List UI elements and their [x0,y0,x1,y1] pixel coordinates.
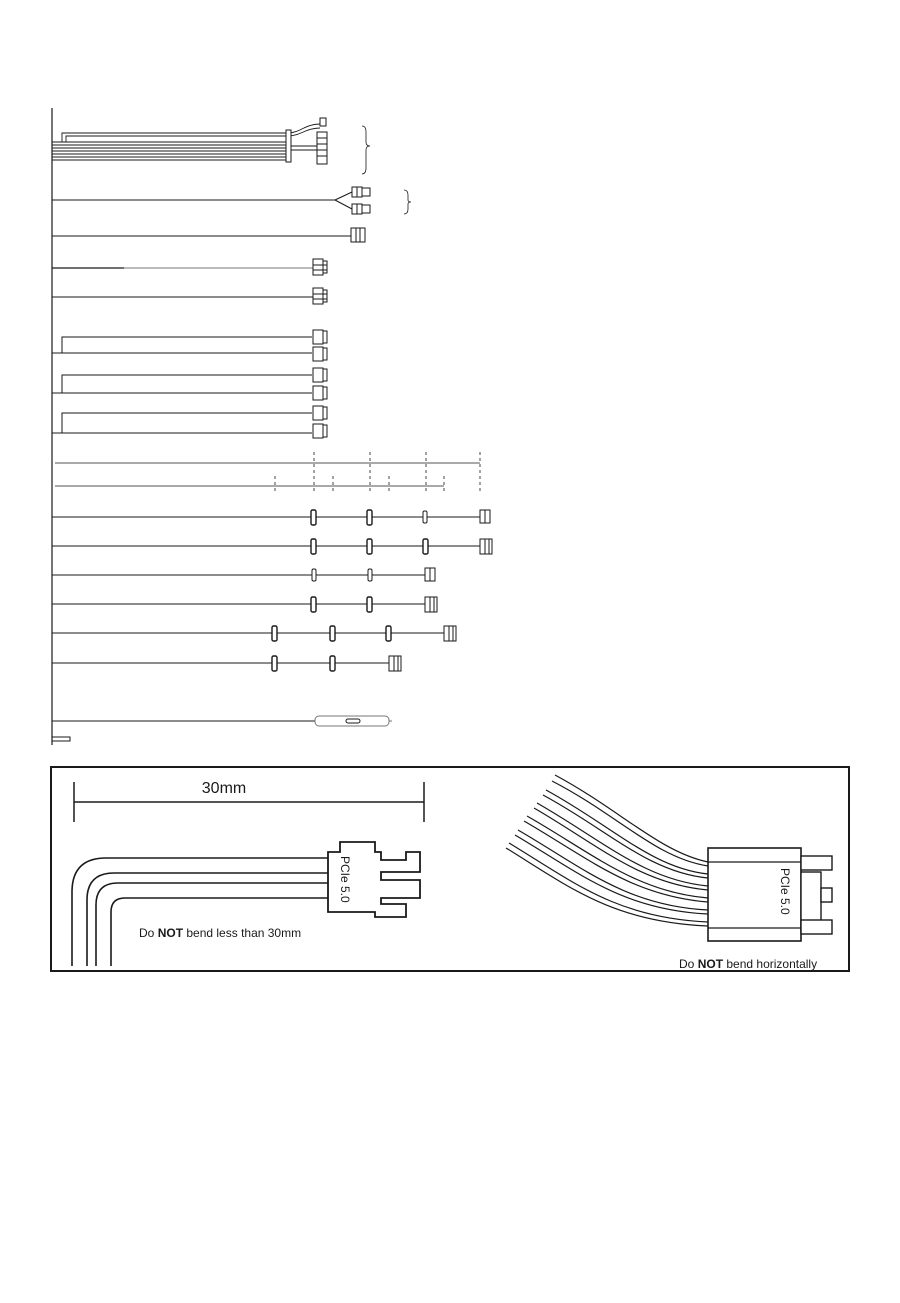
molex-cable-2 [52,655,402,672]
pcie-connector-3 [312,367,324,383]
atx-bracket [361,125,371,175]
sata-end-connector-2 [479,538,493,555]
molex-end-connector-1 [443,625,457,642]
pcie-connector-6 [312,423,324,439]
pcie5-cable-1 [52,258,328,276]
bend-warning-text: Do NOT bend less than 30mm [139,926,301,940]
cpu-8pin-cable [52,227,366,243]
atx-24pin-connector [316,131,328,165]
horizontal-warning-text: Do NOT bend horizontally [679,957,817,971]
pcie-connector-5 [312,405,324,421]
sata-cable-3 [52,567,436,582]
sata-cable-2 [52,538,493,555]
pcie-6plus2-cables [52,329,328,439]
pcie5-cable-2 [52,287,328,305]
pcie-connector-4 [312,385,324,401]
pcie5-connector-side-view [327,841,421,918]
connector-spacing-guides [55,452,481,494]
connector-label-left: PCIe 5.0 [338,856,352,903]
sata-cable-1 [52,509,491,526]
cable-layout [51,108,493,745]
bend-radius-illustration [71,782,425,966]
pcie-connector-2 [312,346,324,362]
molex-end-connector-2 [388,655,402,672]
cpu-8pin-connector [350,227,366,243]
molex-cable-1 [52,625,457,642]
pcie5-connector-2 [312,287,324,305]
atx-4pin-connector [319,117,327,127]
sata-cable-4 [52,596,438,613]
connector-label-right: PCIe 5.0 [778,868,792,915]
atx-24pin-cable [52,117,371,175]
horizontal-bend-illustration [505,774,833,942]
eps-bracket [403,189,412,215]
pcie-connector-1 [312,329,324,345]
pcie5-connector-1 [312,258,324,276]
psu-base-tab [51,736,71,742]
dimension-label: 30mm [202,780,246,797]
bend-warning-panel: 30mm PCIe 5.0 Do NOT bend less than 30mm [50,766,850,972]
sata-end-connector-4 [424,596,438,613]
cpu-eps-cable [52,186,412,215]
sensor-cable [52,715,392,727]
